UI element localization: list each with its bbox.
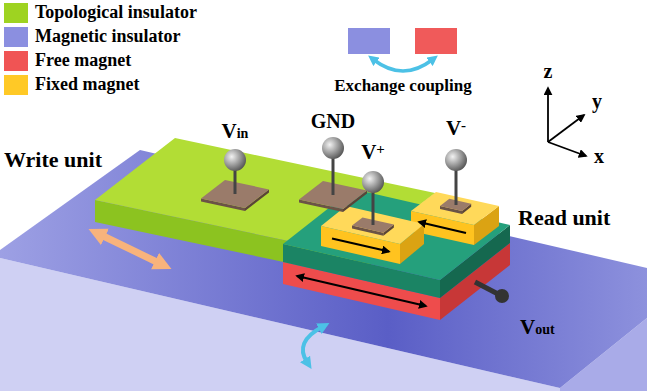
magnetization-arrow [297,276,426,306]
contact-pad [201,180,367,212]
exchange-coupling-icon [348,28,390,54]
terminal-label: Vin [222,120,249,143]
probe-ball [224,149,246,171]
magnetic-insulator-substrate [0,150,647,391]
axis-arrows [548,142,586,156]
legend-swatch [4,51,28,71]
icon-caption: Exchange coupling [334,77,471,96]
probe-stick [235,148,456,225]
probe-ball [362,171,384,193]
coupling-arrow [303,327,322,362]
exchange-coupling-icon [348,28,457,71]
contact-pad [352,199,471,236]
probe-ball [224,137,467,193]
legend-swatch [4,75,28,95]
output-pin [495,289,509,303]
output-pin [475,282,509,303]
coupling-arrow [303,327,322,362]
axis-label: z [544,60,553,82]
probe-ball [322,137,344,159]
axis-label: y [592,90,602,112]
current-arrow [100,235,160,264]
legend-text: Fixed magnet [35,74,139,96]
legend-swatch [4,3,28,23]
legend-text: Magnetic insulator [35,26,181,48]
axis-arrows [548,115,584,142]
terminal-label: V+ [361,141,385,164]
magnetic-insulator-substrate [0,150,647,388]
legend-text: Topological insulator [35,2,197,24]
probe-ball [445,149,467,171]
exchange-coupling-icon [415,28,457,54]
terminal-label: Vout [520,316,555,339]
unit-label: Write unit [4,148,102,172]
axis-arrows [548,88,586,156]
exchange-coupling-icon [374,60,432,71]
terminal-label: V- [446,117,466,140]
axis-arrows [547,88,549,142]
legend-text: Free magnet [35,50,131,72]
output-pin [475,282,498,294]
magnetization-arrow [332,239,389,252]
legend-swatch [4,27,28,47]
axis-label: x [594,145,604,167]
current-arrow [100,235,160,264]
magnetization-arrow [297,222,466,306]
terminal-label: GND [311,110,355,132]
magnetization-arrow [419,222,466,233]
unit-label: Read unit [518,206,610,230]
